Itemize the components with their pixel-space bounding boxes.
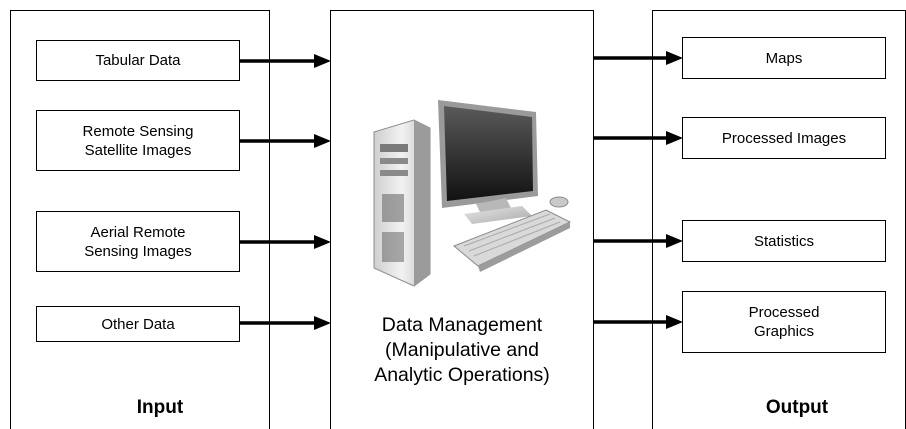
output-box-label: Statistics — [753, 232, 814, 250]
arrowhead — [314, 316, 331, 330]
arrowhead — [314, 54, 331, 68]
input-box-other-data: Other Data — [36, 306, 240, 342]
output-box-maps: Maps — [682, 37, 886, 79]
input-box-label: Other Data — [101, 315, 175, 333]
input-box-satellite-images: Remote Sensing Satellite Images — [36, 110, 240, 171]
output-box-label: Maps — [765, 49, 803, 67]
input-box-aerial-images: Aerial Remote Sensing Images — [36, 211, 240, 272]
input-box-label: Remote Sensing Satellite Images — [82, 122, 194, 159]
data-management-label: Data Management (Manipulative and Analyt… — [374, 314, 550, 386]
output-box-processed-graphics: Processed Graphics — [682, 291, 886, 353]
input-title: Input — [136, 397, 184, 418]
arrowhead — [314, 134, 331, 148]
output-box-label: Processed Images — [721, 129, 847, 147]
input-box-label: Aerial Remote Sensing Images — [84, 223, 192, 260]
output-box-statistics: Statistics — [682, 220, 886, 262]
output-title: Output — [765, 397, 829, 418]
input-box-label: Tabular Data — [95, 52, 181, 69]
input-box-tabular-data: Tabular Data — [36, 40, 240, 81]
arrowhead — [314, 235, 331, 249]
output-box-processed-images: Processed Images — [682, 117, 886, 159]
desktop-computer-icon — [373, 100, 572, 287]
output-box-label: Processed Graphics — [748, 304, 820, 340]
